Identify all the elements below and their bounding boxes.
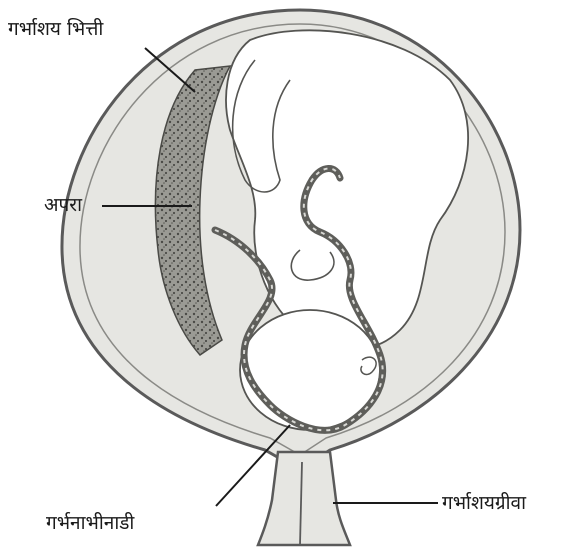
cervix-shape [258, 452, 350, 545]
label-umbilical-cord: गर्भनाभीनाडी [46, 514, 134, 533]
label-cervix: गर्भाशयग्रीवा [442, 494, 526, 513]
label-uterine-wall: गर्भाशय भित्ती [8, 20, 103, 39]
label-placenta: अपरा [44, 196, 82, 215]
